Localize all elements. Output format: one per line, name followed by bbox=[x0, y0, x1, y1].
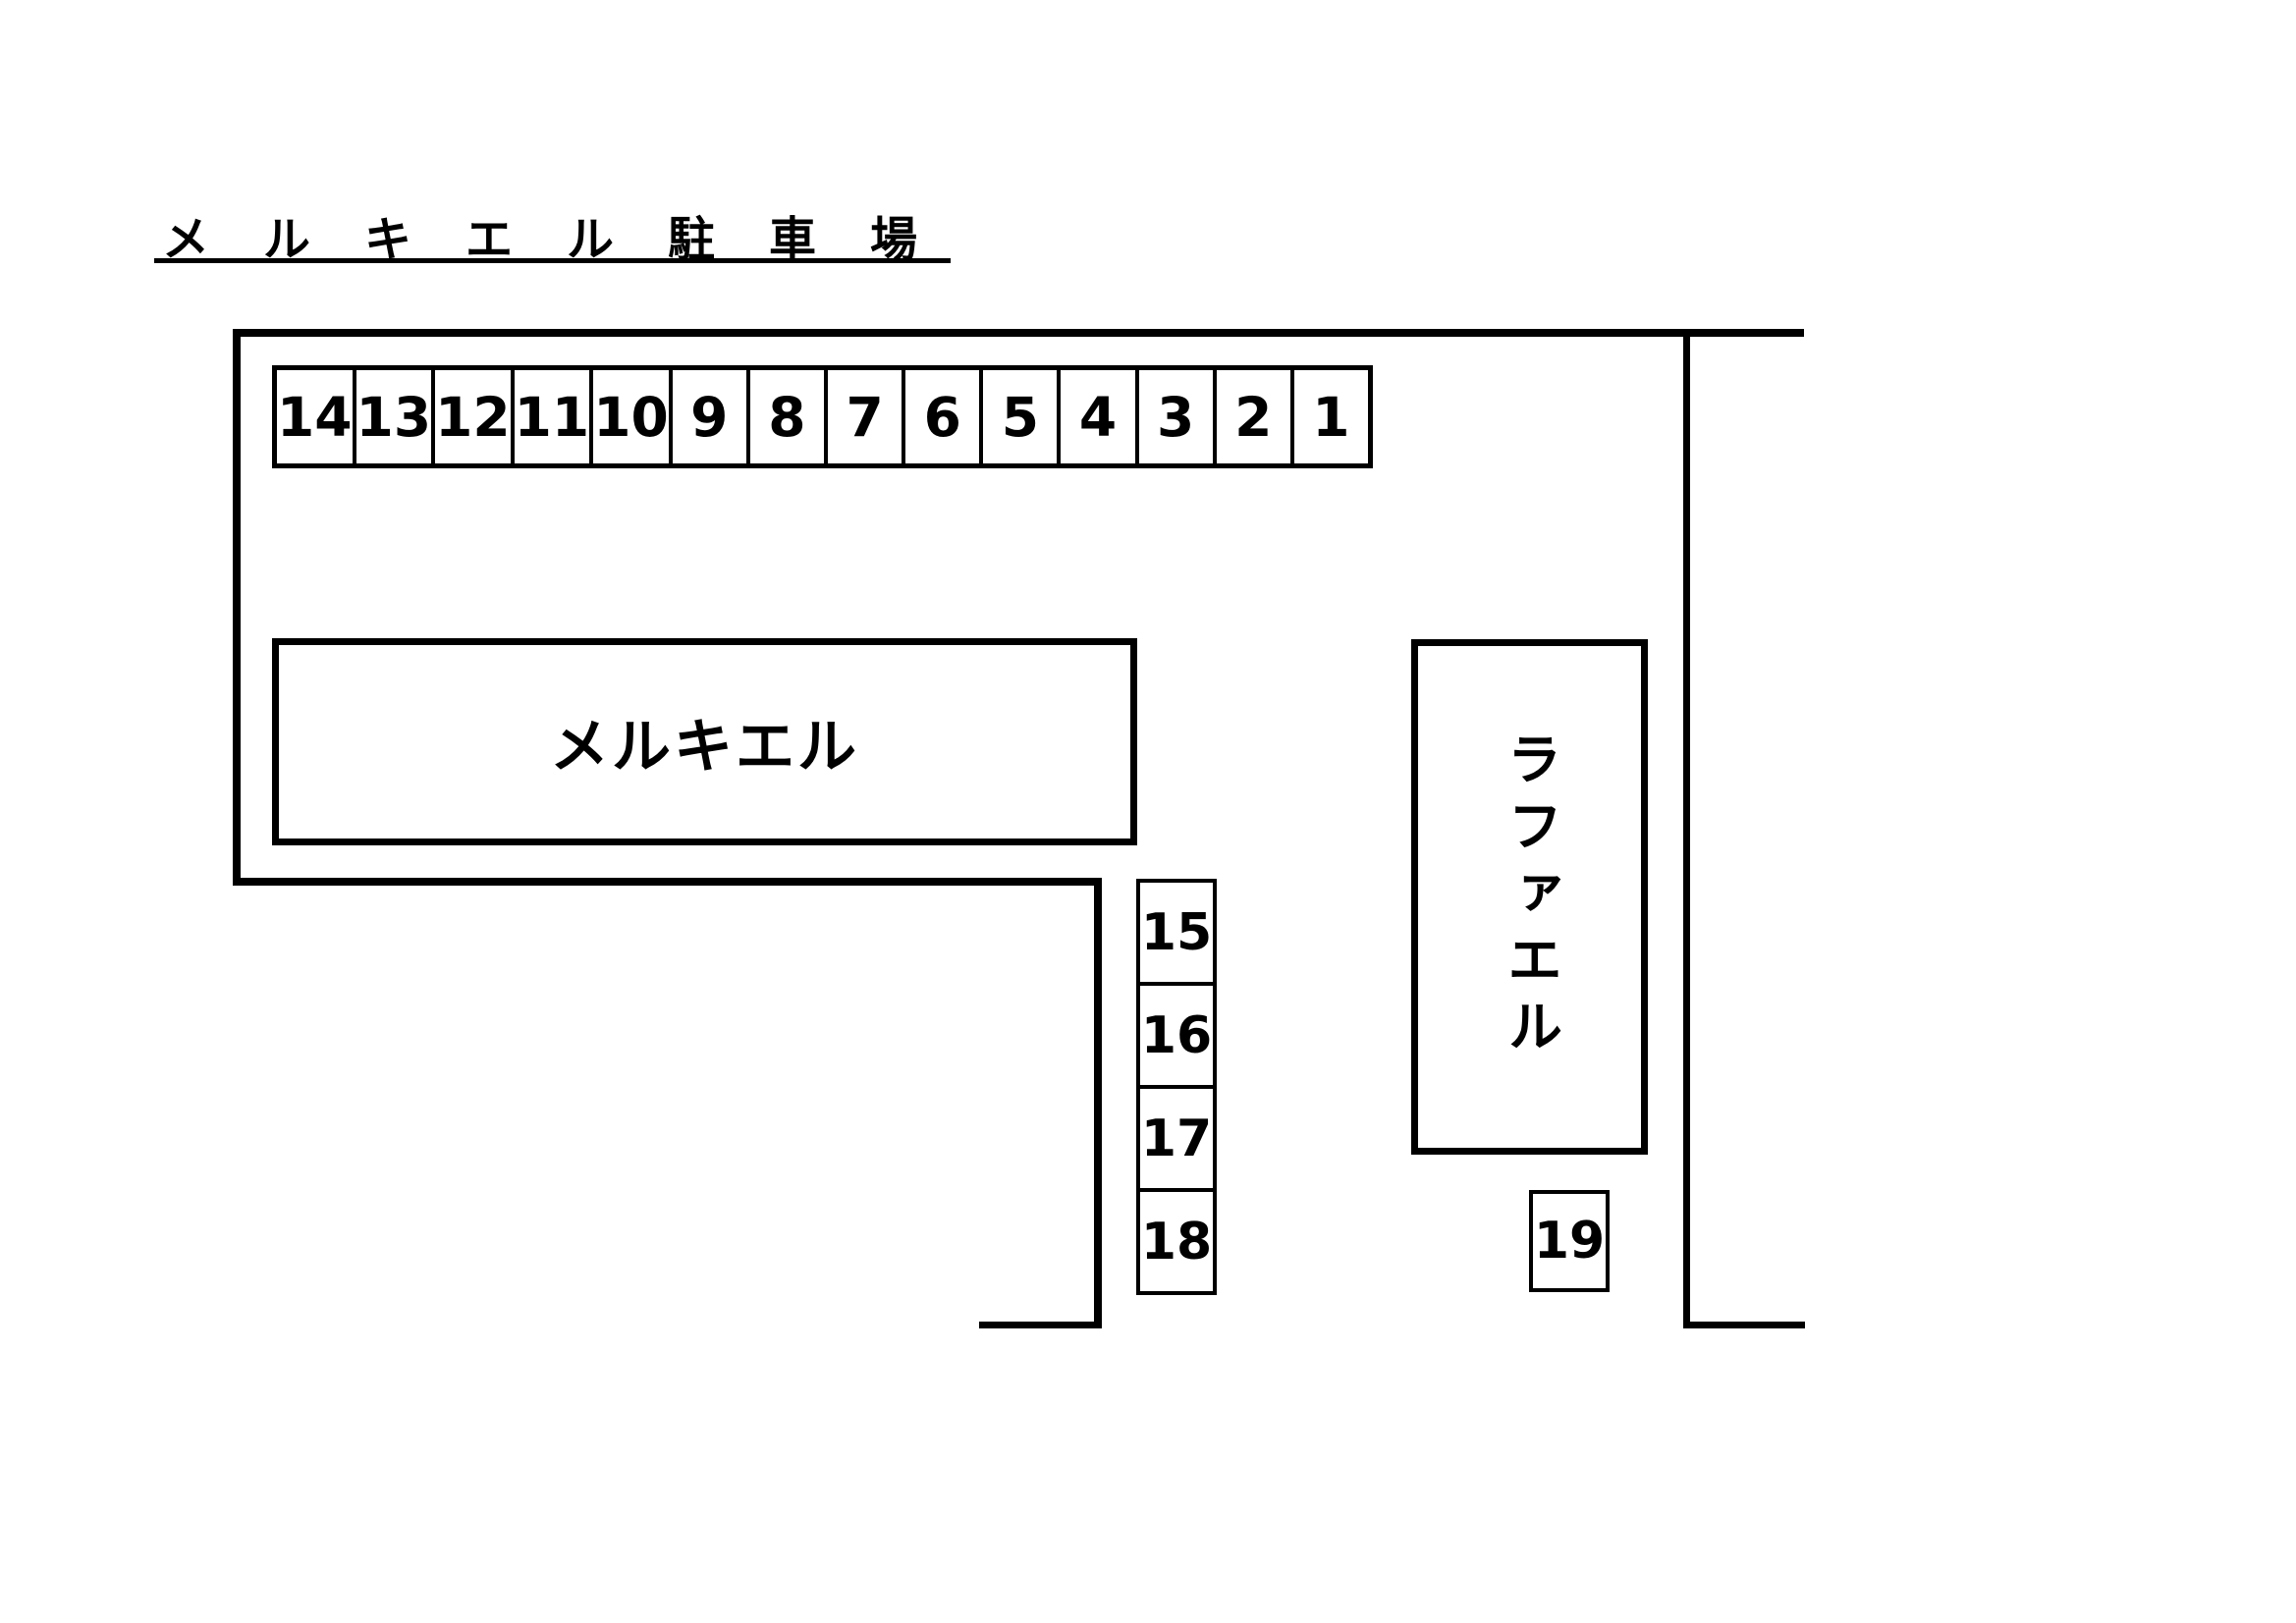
parking-space: 2 bbox=[1212, 370, 1290, 463]
parking-space: 19 bbox=[1529, 1190, 1610, 1292]
parking-space-row-top: 14 13 12 11 10 9 8 7 6 5 4 3 2 1 bbox=[272, 365, 1373, 468]
boundary-top-line bbox=[233, 329, 1804, 337]
page-title: メルキエル駐車場 bbox=[162, 212, 972, 267]
boundary-left-line bbox=[233, 329, 241, 886]
parking-space: 7 bbox=[824, 370, 902, 463]
parking-space: 3 bbox=[1134, 370, 1213, 463]
parking-space: 9 bbox=[668, 370, 746, 463]
parking-space: 8 bbox=[745, 370, 824, 463]
title-underline bbox=[154, 258, 951, 263]
boundary-middle-vertical-line bbox=[1094, 878, 1102, 1328]
parking-space: 6 bbox=[902, 370, 979, 463]
building-rafaeru: ラファエル bbox=[1411, 639, 1648, 1155]
building-merukieru-label: メルキエル bbox=[550, 713, 859, 782]
parking-space: 18 bbox=[1140, 1188, 1213, 1291]
parking-space: 13 bbox=[352, 370, 431, 463]
parking-space: 4 bbox=[1057, 370, 1134, 463]
boundary-right-line bbox=[1683, 329, 1690, 1328]
boundary-bottom-right-stub bbox=[1683, 1322, 1805, 1328]
boundary-middle-horizontal-line bbox=[233, 878, 1102, 886]
boundary-bottom-left-stub bbox=[979, 1322, 1102, 1328]
parking-space: 17 bbox=[1140, 1085, 1213, 1188]
building-rafaeru-label: ラファエル bbox=[1498, 730, 1562, 1064]
parking-space: 5 bbox=[979, 370, 1057, 463]
parking-space: 15 bbox=[1140, 902, 1213, 962]
parking-space: 12 bbox=[431, 370, 511, 463]
parking-space-column-middle: 15 16 17 18 bbox=[1136, 879, 1217, 1295]
parking-space: 16 bbox=[1140, 982, 1213, 1085]
parking-space: 1 bbox=[1289, 370, 1368, 463]
parking-space: 14 bbox=[277, 385, 353, 449]
building-merukieru: メルキエル bbox=[272, 638, 1137, 845]
parking-space: 11 bbox=[510, 370, 589, 463]
parking-space: 10 bbox=[589, 370, 669, 463]
